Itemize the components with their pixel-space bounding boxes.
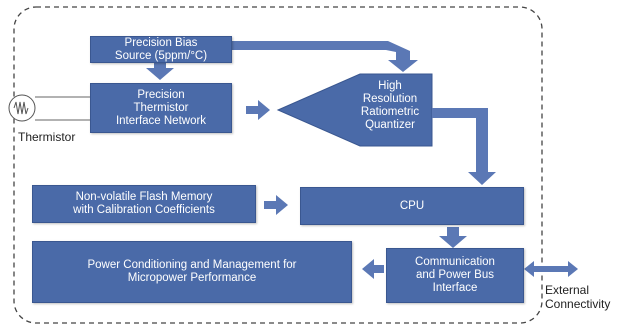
thermistor-symbol-icon (8, 94, 92, 122)
arrow-comm-to-power (362, 259, 384, 279)
communication-box: Communication and Power Bus Interface (386, 248, 524, 303)
arrow-cpu-to-comm (439, 227, 467, 248)
arrow-interface-to-quantizer (246, 100, 270, 120)
flash-memory-box: Non-volatile Flash Memory with Calibrati… (32, 185, 256, 223)
arrow-flash-to-cpu (264, 195, 288, 215)
cpu-box: CPU (300, 187, 524, 225)
bias-source-box: Precision Bias Source (5ppm/°C) (90, 36, 232, 63)
thermistor-interface-box: Precision Thermistor Interface Network (90, 83, 232, 133)
arrow-bias-to-interface (146, 61, 174, 80)
arrow-bias-to-quantizer (232, 41, 418, 72)
thermistor-label: Thermistor (18, 130, 76, 144)
quantizer-label: High Resolution Ratiometric Quantizer (360, 80, 420, 131)
arrow-external-connectivity (524, 261, 578, 277)
power-conditioning-box: Power Conditioning and Management for Mi… (32, 241, 352, 303)
module-boundary (13, 6, 543, 324)
arrow-quantizer-to-cpu (432, 108, 496, 185)
external-connectivity-label: External Connectivity (545, 283, 611, 311)
